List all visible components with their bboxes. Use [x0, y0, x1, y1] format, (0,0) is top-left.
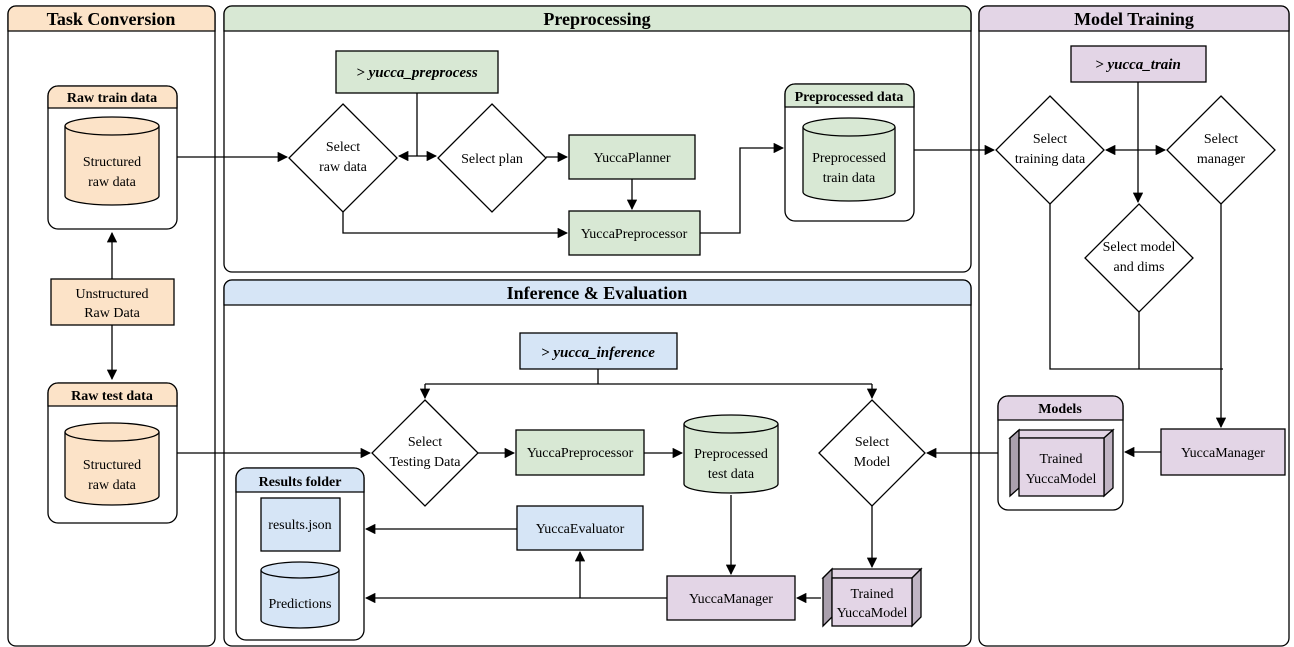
yucca-preprocessor-inference-box: YuccaPreprocessor	[515, 429, 645, 476]
panel-model-training: Model Training	[978, 5, 1290, 647]
preprocessed-test-label-1: Preprocessed	[694, 447, 768, 462]
select-testing-data-diamond: Select Testing Data	[371, 399, 479, 507]
yucca-evaluator-label: YuccaEvaluator	[536, 522, 625, 537]
preprocessed-data-container: Preprocessed data Preprocessed train dat…	[784, 83, 915, 222]
results-folder-container: Results folder results.json Predictions	[235, 467, 365, 641]
select-raw-label-2: raw data	[319, 160, 368, 175]
select-training-label-1: Select	[1033, 132, 1067, 147]
preprocessed-train-label-2: train data	[823, 171, 876, 186]
raw-test-cylinder-label-2: raw data	[88, 478, 137, 493]
raw-train-cylinder-label-2: raw data	[88, 175, 137, 190]
yucca-preprocessor-box: YuccaPreprocessor	[568, 210, 701, 256]
panel-title-task-conversion: Task Conversion	[47, 9, 176, 29]
connectors	[106, 82, 1227, 604]
raw-train-cylinder-label-1: Structured	[83, 155, 141, 170]
preprocessed-test-cylinder: Preprocessed test data	[683, 414, 779, 494]
select-model-dims-label-2: and dims	[1114, 260, 1165, 275]
unstructured-raw-data-box: Unstructured Raw Data	[50, 278, 175, 326]
select-testing-label-1: Select	[408, 435, 442, 450]
yucca-planner-box: YuccaPlanner	[568, 134, 696, 180]
yucca-inference-command: > yucca_inference	[519, 332, 678, 370]
select-raw-label-1: Select	[326, 140, 360, 155]
select-model-dims-diamond: Select model and dims	[1084, 203, 1194, 313]
unstructured-label-1: Unstructured	[75, 287, 148, 302]
preprocess-command-text: > yucca_preprocess	[356, 65, 478, 81]
models-cube-label-1: Trained	[1039, 452, 1082, 467]
select-manager-label-2: manager	[1197, 152, 1246, 167]
trained-model-label-2: YuccaModel	[837, 606, 908, 621]
panel-title-preprocessing: Preprocessing	[543, 9, 650, 29]
panel-title-model-training: Model Training	[1074, 9, 1194, 29]
predictions-label: Predictions	[269, 597, 332, 612]
yucca-planner-label: YuccaPlanner	[594, 151, 671, 166]
trained-model-label-1: Trained	[850, 587, 893, 602]
yucca-preprocessor-inference-label: YuccaPreprocessor	[527, 446, 634, 461]
preprocessed-train-label-1: Preprocessed	[812, 151, 886, 166]
select-model-label-1: Select	[855, 435, 889, 450]
raw-test-cylinder-label-1: Structured	[83, 458, 141, 473]
yucca-train-command: > yucca_train	[1070, 45, 1207, 83]
yucca-preprocess-command: > yucca_preprocess	[335, 50, 499, 94]
yucca-manager-inference-label: YuccaManager	[689, 592, 773, 607]
select-training-label-2: training data	[1015, 152, 1086, 167]
results-json-label: results.json	[268, 518, 331, 533]
raw-test-data-title: Raw test data	[71, 389, 153, 404]
edge-select-raw-to-preprocessor	[342, 212, 569, 239]
edge-preprocessor-to-output	[700, 142, 785, 234]
unstructured-label-2: Raw Data	[84, 306, 140, 321]
models-container: Models Trained YuccaModel	[997, 395, 1124, 511]
yucca-manager-training-label: YuccaManager	[1181, 446, 1265, 461]
preprocessed-data-title: Preprocessed data	[795, 90, 904, 105]
panel-title-inference: Inference & Evaluation	[507, 283, 688, 303]
yucca-manager-inference-box: YuccaManager	[666, 575, 796, 621]
raw-train-data-title: Raw train data	[67, 91, 157, 106]
raw-train-data-container: Raw train data Structured raw data	[47, 85, 178, 230]
results-folder-title: Results folder	[259, 475, 342, 490]
select-plan-diamond: Select plan	[437, 103, 547, 213]
select-plan-label: Select plan	[461, 152, 523, 167]
preprocessed-test-label-2: test data	[708, 467, 755, 482]
select-model-dims-label-1: Select model	[1103, 240, 1176, 255]
yucca-preprocessor-label: YuccaPreprocessor	[581, 227, 688, 242]
select-training-data-diamond: Select training data	[995, 95, 1105, 205]
yucca-manager-training-box: YuccaManager	[1160, 428, 1286, 476]
models-title: Models	[1038, 402, 1082, 417]
select-testing-label-2: Testing Data	[390, 455, 462, 470]
select-manager-label-1: Select	[1204, 132, 1238, 147]
raw-test-data-container: Raw test data Structured raw data	[47, 382, 178, 524]
edge-training-data-down	[1049, 204, 1223, 370]
trained-model-cube: Trained YuccaModel	[821, 567, 923, 628]
models-cube-label-2: YuccaModel	[1026, 472, 1097, 487]
inference-command-text: > yucca_inference	[541, 345, 655, 361]
select-model-label-2: Model	[854, 455, 891, 470]
yucca-evaluator-box: YuccaEvaluator	[516, 505, 644, 551]
train-command-text: > yucca_train	[1095, 57, 1181, 73]
select-model-diamond: Select Model	[818, 399, 926, 507]
